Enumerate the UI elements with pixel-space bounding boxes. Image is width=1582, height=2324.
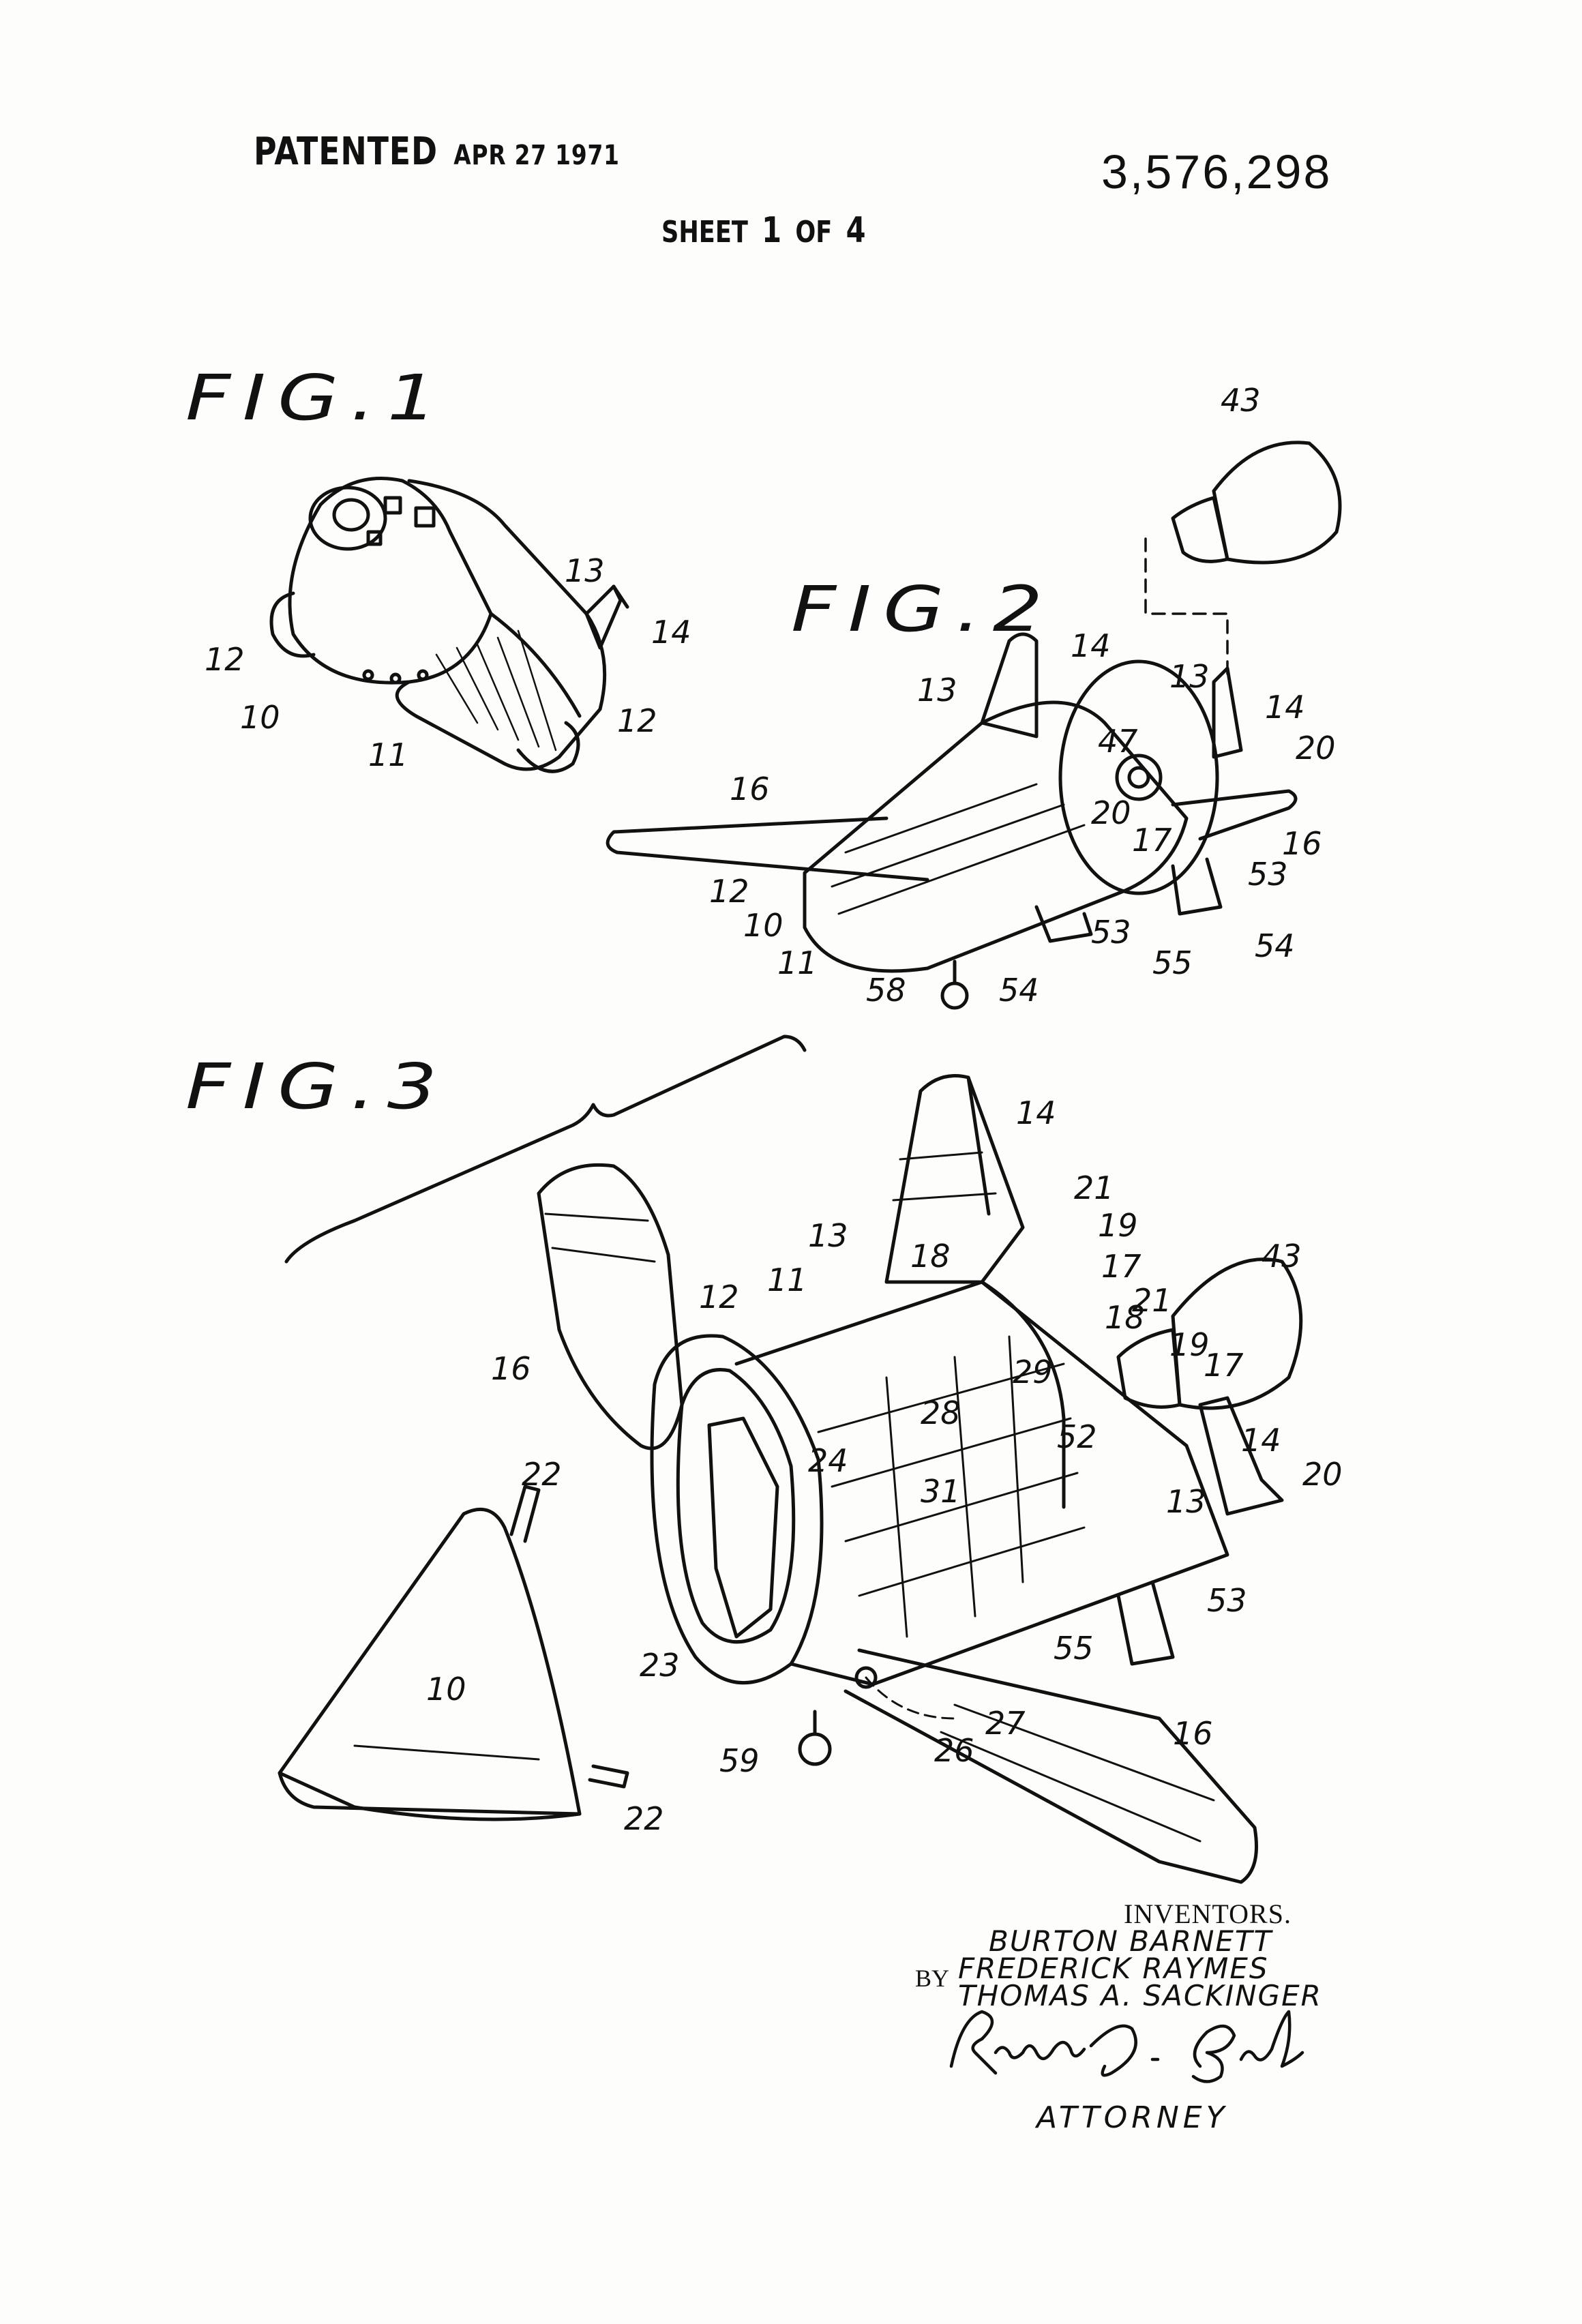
fig3-ref: 43 [1262,1238,1302,1275]
fig3-ref: 53 [1207,1582,1247,1619]
patent-date: APR 27 1971 [453,140,620,171]
fig3-ref: 27 [985,1705,1026,1742]
sheet-total: 4 [846,210,866,251]
fig2-ref: 16 [730,771,770,807]
fig2-ref: 53 [1248,856,1288,893]
fig3-ref: 11 [767,1262,807,1298]
fig2-ref: 43 [1221,382,1261,419]
fig1-capsule-drawing [269,477,629,773]
fig1-ref: 10 [240,699,280,736]
fig3-ref: 13 [808,1217,848,1254]
fig3-ref: 31 [921,1473,961,1510]
fig3-ref: 19 [1169,1326,1210,1363]
fig3-exploded-drawing [278,1034,1303,1884]
fig2-ref: 10 [743,907,783,944]
fig3-ref: 18 [1105,1299,1145,1336]
fig3-ref: 23 [640,1647,680,1684]
fig2-ref: 53 [1091,914,1131,951]
fig3-ref: 28 [921,1395,961,1431]
fig3-ref: 18 [910,1238,951,1275]
fig3-ref: 59 [719,1742,760,1779]
fig1-ref: 13 [565,552,605,589]
fig2-ref: 12 [709,873,749,910]
fig1-label: FIG.1 [185,361,449,434]
fig3-ref: 10 [426,1671,466,1708]
fig2-ref: 14 [1265,689,1305,726]
fig3-ref: 52 [1057,1418,1097,1455]
fig2-ref: 47 [1098,723,1138,760]
fig2-ref: 14 [1071,627,1111,664]
fig3-ref: 12 [699,1279,739,1315]
sheet-indicator: SHEET 1 OF 4 [661,210,871,251]
fig2-ref: 54 [1255,927,1295,964]
fig2-ref: 16 [1282,825,1322,862]
patented-stamp: PATENTED APR 27 1971 [254,130,620,174]
patented-word: PATENTED [254,130,438,174]
fig3-ref: 17 [1204,1347,1244,1384]
fig2-ref: 55 [1152,944,1193,981]
fig3-ref: 14 [1241,1422,1281,1459]
inventors-heading: INVENTORS. [1124,1898,1292,1929]
fig1-ref: 12 [617,702,657,739]
sheet-of: OF [795,215,833,250]
fig3-ref: 16 [1173,1715,1213,1752]
fig2-ref: 17 [1132,822,1172,859]
inventor-name: BURTON BARNETT [989,1924,1273,1958]
fig2-ref: 13 [917,672,957,709]
fig3-ref: 55 [1054,1630,1094,1667]
by-word: BY [915,1965,950,1992]
sheet-current: 1 [762,210,782,251]
inventor-name: FREDERICK RAYMES [958,1952,1269,1985]
fig2-label: FIG.2 [791,573,1055,646]
sheet-word: SHEET [661,215,748,250]
fig2-ref: 20 [1296,730,1336,766]
fig2-ref: 54 [999,972,1039,1009]
fig3-ref: 20 [1302,1456,1343,1493]
fig3-ref: 22 [624,1800,664,1837]
fig2-ref: 11 [777,944,818,981]
fig3-ref: 21 [1132,1282,1172,1319]
fig3-ref: 13 [1166,1483,1206,1520]
fig3-ref: 14 [1016,1094,1056,1131]
fig2-ref: 13 [1169,658,1210,695]
fig3-ref: 21 [1074,1170,1114,1206]
fig3-ref: 16 [491,1350,531,1387]
fig3-ref: 22 [522,1456,562,1493]
fig3-label: FIG.3 [185,1050,449,1123]
attorney-title: ATTORNEY [1036,2100,1229,2135]
inventor-name: THOMAS A. SACKINGER [958,1979,1322,2012]
fig2-ref: 20 [1091,794,1131,831]
fig1-ref: 11 [368,736,408,773]
fig2-ref: 58 [866,972,906,1009]
patent-number: 3,576,298 [1101,145,1332,198]
fig3-ref: 24 [808,1442,848,1479]
fig1-ref: 14 [651,614,691,651]
fig3-ref: 29 [1013,1354,1053,1390]
fig3-ref: 19 [1098,1207,1138,1244]
fig3-ref: 17 [1101,1248,1141,1285]
fig1-ref: 12 [205,641,245,678]
fig2-craft-drawing [606,441,1342,1010]
fig3-ref: 26 [934,1732,974,1769]
